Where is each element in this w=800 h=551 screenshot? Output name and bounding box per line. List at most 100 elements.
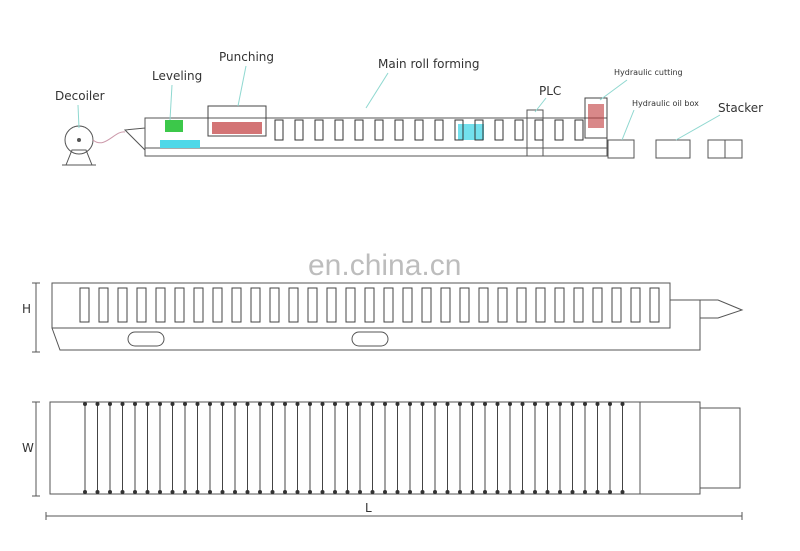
bearing: [320, 402, 325, 406]
roll-stand: [478, 287, 489, 323]
bearing: [558, 490, 562, 494]
bearing: [108, 402, 112, 406]
bearing: [433, 490, 437, 494]
roll-stand: [231, 287, 242, 323]
bearing: [620, 490, 625, 494]
bearing: [170, 490, 175, 494]
bearing: [558, 402, 562, 406]
bearing: [133, 402, 137, 406]
bearing: [483, 490, 487, 494]
roll-stand: [269, 287, 280, 323]
bearing: [83, 402, 87, 406]
bearing: [483, 402, 487, 406]
bearing: [333, 402, 337, 406]
bearing: [570, 490, 575, 494]
bearing: [545, 402, 550, 406]
bearing: [408, 402, 412, 406]
hydraulic-cutter: [584, 97, 608, 139]
bearing: [583, 402, 587, 406]
bearing: [270, 402, 275, 406]
bearing: [245, 490, 250, 494]
roll-stand: [326, 287, 337, 323]
bearing: [95, 402, 100, 406]
bearing: [533, 490, 537, 494]
label-punching: Punching: [219, 50, 274, 64]
watermark: en.china.cn: [308, 249, 461, 282]
roll-stand: [294, 119, 304, 141]
roll-stand: [573, 287, 584, 323]
bearing: [270, 490, 275, 494]
bearing: [158, 402, 162, 406]
bearing: [245, 402, 250, 406]
roll-stand: [649, 287, 660, 323]
decoiler: [62, 125, 126, 166]
bearing: [495, 490, 500, 494]
dimension-l: L: [365, 501, 372, 515]
bearing: [220, 402, 225, 406]
bearing: [333, 490, 337, 494]
hydraulic-oil-box: [607, 139, 635, 159]
roll-stand: [314, 119, 324, 141]
stacker-unit-1: [655, 139, 691, 159]
roll-stand: [394, 119, 404, 141]
bearing: [295, 402, 300, 406]
bearing: [420, 402, 425, 406]
roll-stand: [414, 119, 424, 141]
bearing: [183, 490, 187, 494]
roll-stand: [383, 287, 394, 323]
bearing: [145, 402, 150, 406]
roll-stand: [288, 287, 299, 323]
bearing: [595, 490, 600, 494]
roll-stand: [440, 287, 451, 323]
bearing: [370, 490, 375, 494]
bearing: [195, 490, 200, 494]
label-decoiler: Decoiler: [55, 89, 105, 103]
roll-stand: [494, 119, 504, 141]
roll-stand: [421, 287, 432, 323]
dimension-h: H: [22, 302, 31, 316]
roll-stand: [459, 287, 470, 323]
bearing: [258, 402, 262, 406]
punching-unit: [207, 105, 267, 137]
bearing: [495, 402, 500, 406]
bearing: [433, 402, 437, 406]
bearing: [445, 490, 450, 494]
bearing: [358, 402, 362, 406]
label-plc: PLC: [539, 84, 561, 98]
roll-stand: [250, 287, 261, 323]
bearing: [520, 490, 525, 494]
bearing: [170, 402, 175, 406]
plan-view: [32, 401, 743, 520]
roll-stand: [574, 119, 584, 141]
bearing: [620, 402, 625, 406]
bearing: [445, 402, 450, 406]
bearing: [208, 490, 212, 494]
label-stacker: Stacker: [718, 101, 763, 115]
bearing: [458, 490, 462, 494]
bearing: [608, 490, 612, 494]
bearing: [208, 402, 212, 406]
label-main-roll-forming: Main roll forming: [378, 57, 480, 71]
roll-stand: [193, 287, 204, 323]
roll-stand: [516, 287, 527, 323]
bearing: [420, 490, 425, 494]
roll-stand: [611, 287, 622, 323]
main-frame-top: [123, 97, 743, 159]
bearing: [183, 402, 187, 406]
roll-stand: [136, 287, 147, 323]
roll-stand: [434, 119, 444, 141]
roll-stand: [534, 119, 544, 141]
roll-stand: [354, 119, 364, 141]
bearing: [233, 490, 237, 494]
roll-stand: [374, 119, 384, 141]
roll-stand: [554, 119, 564, 141]
label-hydraulic-cutting: Hydraulic cutting: [614, 68, 683, 77]
bearing: [395, 402, 400, 406]
bearing: [283, 490, 287, 494]
bearing: [258, 490, 262, 494]
bearing: [470, 490, 475, 494]
dimension-w: W: [22, 441, 34, 455]
leader-lines: [77, 65, 721, 141]
roll-stand: [474, 119, 484, 141]
bearing: [308, 402, 312, 406]
